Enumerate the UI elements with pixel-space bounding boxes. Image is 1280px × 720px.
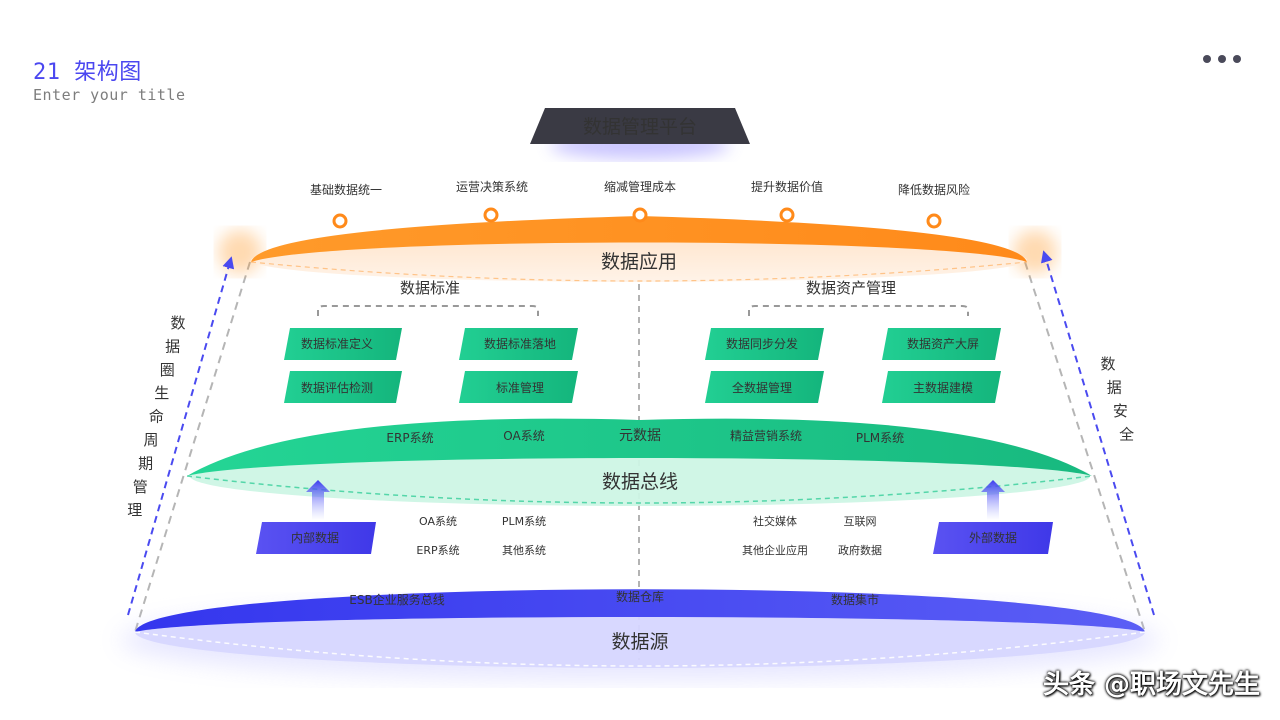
std-box[interactable] [284, 371, 402, 403]
external-label: 外部数据 [969, 530, 1017, 545]
goal-label: 缩减管理成本 [604, 179, 676, 194]
security-char: 数 [1100, 355, 1115, 373]
lifecycle-char: 据 [165, 337, 180, 355]
asset-box[interactable] [705, 328, 824, 360]
security-char: 安 [1113, 402, 1128, 420]
lifecycle-arrow [127, 256, 235, 616]
external-item: 互联网 [844, 515, 877, 528]
lifecycle-char: 圈 [160, 361, 175, 379]
external-item: 政府数据 [838, 543, 882, 557]
std-box[interactable] [284, 328, 402, 360]
bus-item-oa: OA系统 [503, 429, 544, 443]
security-arrow [1041, 250, 1155, 616]
asset-title: 数据资产管理 [806, 279, 896, 297]
app-band [251, 216, 1027, 262]
asset-item-sync: 数据同步分发 [726, 336, 798, 351]
standards-title: 数据标准 [400, 279, 460, 297]
up-arrow-icon [306, 480, 330, 520]
bus-item-erp: ERP系统 [386, 431, 433, 445]
goal-dot [926, 213, 942, 229]
platform-banner [530, 108, 750, 144]
goal-label: 提升数据价值 [751, 179, 823, 194]
external-item: 社交媒体 [753, 514, 797, 528]
security-char: 全 [1119, 426, 1134, 444]
goal-label: 运营决策系统 [456, 180, 528, 194]
app-disc [251, 238, 1027, 282]
internal-item: OA系统 [419, 515, 457, 528]
security-char: 据 [1107, 379, 1122, 397]
funnel-right-edge [1024, 261, 1146, 633]
goal-markers [332, 207, 942, 229]
std-box[interactable] [459, 371, 578, 403]
bus-label: 数据总线 [602, 471, 678, 493]
bus-disc [190, 446, 1090, 506]
source-item-warehouse: 数据仓库 [616, 589, 664, 604]
asset-item-master: 主数据建模 [913, 380, 973, 395]
asset-item-full: 全数据管理 [732, 380, 792, 395]
std-item-implement: 数据标准落地 [484, 336, 556, 351]
goal-label: 基础数据统一 [310, 182, 382, 197]
asset-box[interactable] [882, 328, 1001, 360]
asset-item-screen: 数据资产大屏 [907, 336, 979, 351]
lifecycle-char: 生 [154, 384, 169, 402]
funnel-left-edge [134, 261, 251, 633]
source-item-mart: 数据集市 [831, 592, 879, 607]
lifecycle-char: 周 [143, 431, 158, 449]
lifecycle-char: 期 [138, 454, 153, 472]
goal-label: 降低数据风险 [898, 182, 970, 197]
lifecycle-char: 数 [170, 314, 185, 332]
app-label: 数据应用 [601, 251, 677, 273]
bus-item-plm: PLM系统 [856, 431, 904, 445]
lifecycle-char: 理 [127, 501, 142, 519]
std-item-define: 数据标准定义 [301, 336, 373, 351]
source-band [135, 589, 1145, 632]
lifecycle-char: 命 [149, 408, 164, 426]
page-subtitle: Enter your title [33, 86, 186, 104]
internal-item: ERP系统 [416, 544, 459, 557]
standards-boxes [284, 328, 578, 403]
bus-band [187, 418, 1092, 476]
std-box[interactable] [459, 328, 578, 360]
source-label: 数据源 [611, 631, 668, 653]
bus-item-metadata: 元数据 [619, 428, 661, 444]
lifecycle-char: 管 [133, 478, 148, 496]
internal-label: 内部数据 [291, 530, 339, 545]
std-item-manage: 标准管理 [496, 380, 544, 395]
platform-label: 数据管理平台 [583, 116, 697, 138]
page-title: 21 架构图 [33, 60, 142, 85]
internal-data-box[interactable] [256, 522, 376, 554]
goal-dot [632, 207, 648, 223]
asset-box[interactable] [882, 371, 1001, 403]
asset-box[interactable] [705, 371, 824, 403]
watermark: 头条 @职场文先生 [1042, 670, 1260, 700]
asset-boxes [705, 328, 1001, 403]
bus-item-marketing: 精益营销系统 [730, 429, 802, 443]
goal-dot [483, 207, 499, 223]
up-arrow-icon [981, 480, 1005, 520]
source-item-esb: ESB企业服务总线 [349, 592, 444, 607]
std-item-evaluate: 数据评估检测 [301, 380, 373, 395]
internal-item: PLM系统 [502, 515, 546, 528]
goal-dot [779, 207, 795, 223]
internal-item: 其他系统 [502, 544, 546, 557]
external-item: 其他企业应用 [742, 543, 808, 557]
external-data-box[interactable] [933, 522, 1053, 554]
goal-dot [332, 213, 348, 229]
more-menu-icon[interactable] [1203, 55, 1247, 67]
